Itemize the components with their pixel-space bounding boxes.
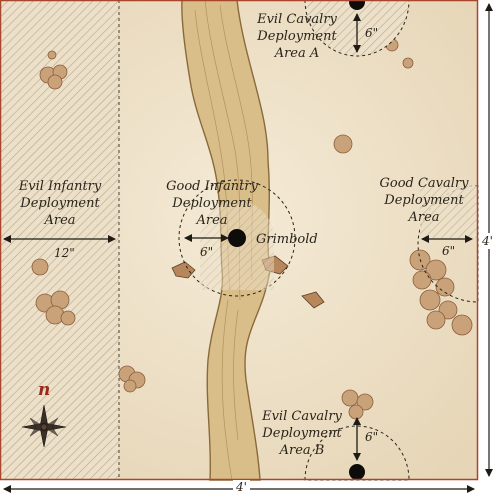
- rock: [301, 291, 325, 309]
- board-height-dimension: 4': [482, 233, 493, 249]
- evil-cavalry-b-label: Evil Cavalry Deployment Area B: [250, 408, 354, 459]
- label-line: Area: [408, 210, 440, 225]
- evil-cavalry-b-radius: 6": [365, 430, 379, 444]
- scrub-patch: [118, 365, 146, 393]
- grimbold-marker: [228, 229, 246, 247]
- scrub-patch: [47, 50, 57, 60]
- label-line: Good Infantry: [166, 179, 258, 194]
- scrub-patch: [333, 134, 353, 154]
- grimbold-label: Grimbold: [256, 232, 318, 247]
- good-cavalry-zone: [417, 185, 479, 303]
- label-line: Evil Cavalry: [262, 409, 342, 424]
- scrub-patch: [341, 389, 374, 420]
- good-infantry-label: Good Infantry Deployment Area: [157, 178, 267, 229]
- label-line: Area: [44, 213, 76, 228]
- scrub-patch: [39, 64, 68, 90]
- compass-rose-icon: [21, 404, 67, 448]
- scrub-patch: [409, 249, 473, 336]
- label-line: Area: [196, 213, 228, 228]
- label-line: Deployment: [20, 196, 100, 211]
- good-infantry-zone: [178, 179, 296, 297]
- label-line: Evil Infantry: [18, 179, 102, 194]
- label-line: Evil Cavalry: [257, 12, 337, 27]
- label-line: Deployment: [172, 196, 252, 211]
- good-cavalry-label: Good Cavalry Deployment Area: [372, 175, 476, 226]
- infantry-width-dimension: 12": [54, 246, 75, 260]
- label-line: Deployment: [262, 426, 342, 441]
- board-border: [0, 0, 479, 481]
- label-line: Area A: [274, 46, 320, 61]
- label-line: Good Cavalry: [379, 176, 469, 191]
- scrub-patch: [31, 258, 49, 276]
- evil-cavalry-b-marker: [349, 464, 365, 480]
- good-infantry-radius: 6": [200, 245, 214, 259]
- evil-cavalry-a-marker: [349, 0, 365, 10]
- label-line: Deployment: [257, 29, 337, 44]
- scrub-patch: [385, 38, 414, 69]
- rock: [171, 261, 196, 279]
- good-cavalry-radius: 6": [442, 244, 456, 258]
- label-line: Deployment: [384, 193, 464, 208]
- evil-cavalry-a-label: Evil Cavalry Deployment Area A: [245, 11, 349, 62]
- scrub-patch: [35, 290, 76, 326]
- board-width-dimension: 4': [233, 480, 250, 494]
- evil-infantry-label: Evil Infantry Deployment Area: [8, 178, 112, 229]
- label-line: Area B: [279, 443, 325, 458]
- compass-north-label: n: [38, 380, 51, 400]
- scrub-patches: [31, 38, 473, 420]
- evil-cavalry-a-radius: 6": [365, 26, 379, 40]
- good-cavalry-hatch: [420, 186, 478, 238]
